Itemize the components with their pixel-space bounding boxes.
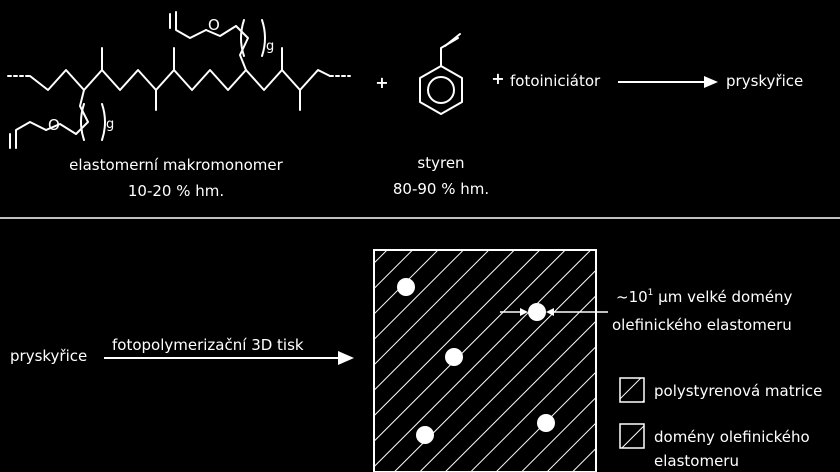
- product-resin-label: pryskyřice: [726, 72, 803, 90]
- subscript-g-upper: g: [266, 39, 274, 54]
- elastomer-domain-dot: [537, 414, 555, 432]
- printed-part-schematic: [373, 249, 597, 472]
- domain-size-annotation-line2: olefinického elastomeru: [612, 316, 792, 334]
- resin-input-label: pryskyřice: [10, 347, 87, 365]
- subscript-g-lower: g: [106, 117, 114, 132]
- reaction-arrow-top: [618, 76, 718, 88]
- plus-sign-2: +: [491, 69, 504, 88]
- macromonomer-name: elastomerní makromonomer: [69, 156, 283, 174]
- styrene-structure: [419, 33, 463, 115]
- plus-sign-1: +: [375, 73, 388, 92]
- macromonomer-structure: [7, 11, 351, 149]
- legend-label-domains: domény olefinického: [654, 428, 810, 446]
- oxygen-atom-lower: O: [48, 116, 60, 134]
- elastomer-domain-dot: [528, 303, 546, 321]
- elastomer-domain-dot: [416, 426, 434, 444]
- elastomer-domain-dot: [445, 348, 463, 366]
- legend: polystyrenová matrice domény olefinickéh…: [619, 377, 822, 470]
- legend-swatch-domains: [619, 423, 645, 449]
- process-label: fotopolymerizační 3D tisk: [112, 336, 304, 354]
- styrene-name: styren: [417, 154, 464, 172]
- domain-size-annotation: ~101 µm velké domény: [616, 288, 793, 306]
- oxygen-atom-upper: O: [208, 16, 220, 34]
- macromonomer-amount: 10-20 % hm.: [128, 182, 224, 200]
- elastomer-domain-dot: [397, 278, 415, 296]
- process-arrow: [104, 351, 354, 365]
- legend-swatch-matrix: [619, 377, 645, 403]
- photoinitiator-label: fotoiniciátor: [510, 72, 601, 90]
- legend-label-domains-line2: elastomeru: [654, 452, 739, 470]
- legend-label-matrix: polystyrenová matrice: [654, 382, 822, 400]
- domain-size-marker: [500, 308, 608, 316]
- styrene-amount: 80-90 % hm.: [393, 180, 489, 198]
